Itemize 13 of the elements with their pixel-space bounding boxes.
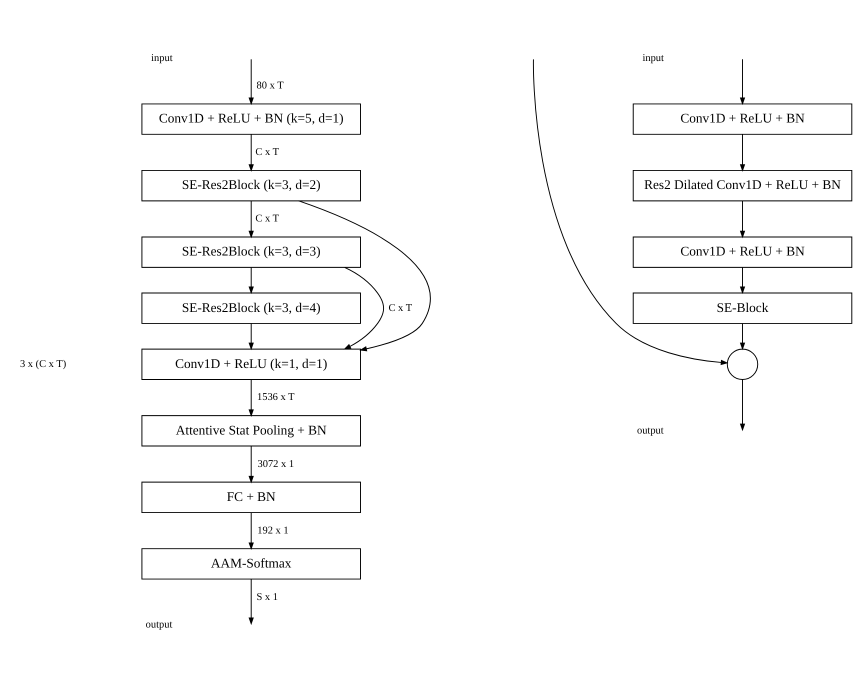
edge-label: C x T xyxy=(255,146,280,158)
label: output xyxy=(146,618,172,630)
label: input xyxy=(642,52,664,64)
label: input xyxy=(151,52,173,64)
edge-label: C x T xyxy=(255,213,280,224)
edge-label: 3072 x 1 xyxy=(258,458,294,470)
label: 3 x (C x T) xyxy=(20,358,66,370)
label: output xyxy=(636,424,664,436)
edge-label: 1536 x T xyxy=(257,392,295,403)
edge-label: 80 x T xyxy=(256,80,284,92)
edge-label: C x T xyxy=(388,302,412,314)
edge-label: 192 x 1 xyxy=(257,524,289,536)
edge-label: S x 1 xyxy=(256,591,278,602)
